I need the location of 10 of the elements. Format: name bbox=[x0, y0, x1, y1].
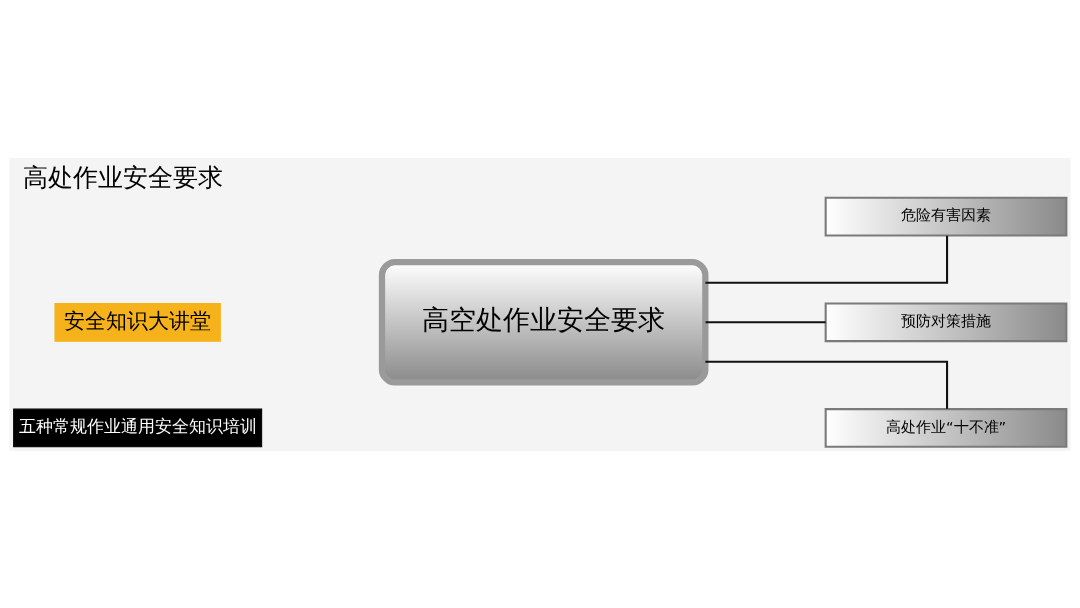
label: 安全知识大讲堂 bbox=[64, 308, 212, 333]
connector bbox=[705, 360, 949, 409]
connector bbox=[705, 235, 949, 284]
label: 五种常规作业通用安全知识培训 bbox=[18, 415, 257, 436]
node-box: 高处作业“十不准” bbox=[824, 407, 1068, 448]
connector bbox=[705, 320, 826, 323]
diagram-title: 高处作业安全要求 bbox=[23, 162, 223, 192]
node-box: 预防对策措施 bbox=[824, 301, 1068, 342]
node-box: 高空处作业安全要求 bbox=[378, 258, 709, 386]
node-box: 危险有害因素 bbox=[824, 196, 1068, 236]
